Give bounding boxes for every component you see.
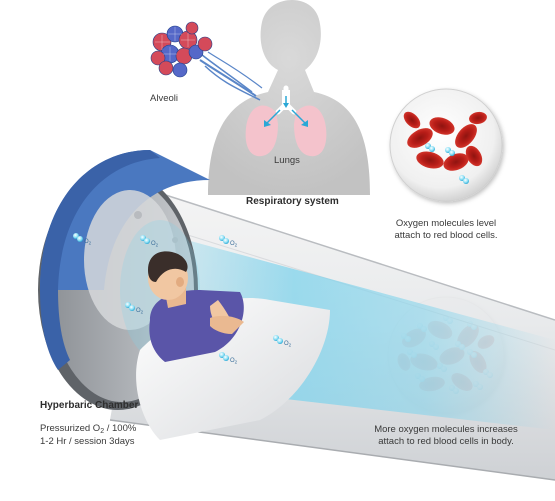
oxygen-molecule-icon: O2	[219, 352, 238, 365]
molecule-label: O2	[151, 241, 159, 248]
respiratory-system-label: Respiratory system	[246, 196, 339, 207]
red-blood-cell-icon	[403, 111, 487, 184]
oxygen-molecule-icon: O2	[219, 235, 238, 248]
chamber-oxygen-molecules: O2 O2 O2 O2 O2 O2	[73, 233, 292, 365]
molecule-label: O2	[84, 239, 92, 246]
chamber-title: Hyperbaric Chamber	[40, 400, 139, 411]
more-oxygen-caption: More oxygen molecules increases attach t…	[362, 424, 530, 448]
more-oxygen-line-1: More oxygen molecules increases	[374, 424, 518, 435]
session-text: 1-2 Hr / session 3days	[40, 436, 135, 447]
blood-cell-magnifier-top	[389, 88, 503, 202]
pressurized-text: Pressurized O2 / 100%	[40, 423, 137, 435]
more-oxygen-line-2: attach to red blood cells in body.	[378, 436, 514, 447]
oxygen-molecule-icon: O2	[125, 302, 144, 315]
oxygen-molecule-icon: O2	[140, 235, 159, 248]
alveoli-icon	[150, 21, 263, 101]
molecule-label: O2	[230, 358, 238, 365]
oxygen-molecule-icon	[425, 143, 469, 184]
oxygen-level-line-1: Oxygen molecules level	[395, 218, 497, 229]
oxygen-molecule-icon: O2	[273, 335, 292, 348]
oxygen-molecule-icon: O2	[73, 233, 92, 246]
alveoli-label: Alveoli	[150, 93, 178, 104]
oxygen-level-line-2: attach to red blood cells.	[394, 230, 498, 241]
molecule-label: O2	[136, 308, 144, 315]
lungs-label: Lungs	[274, 155, 300, 166]
patient-icon	[136, 251, 330, 440]
lungs-icon	[245, 85, 327, 157]
oxygen-level-caption: Oxygen molecules level attach to red blo…	[378, 218, 514, 242]
molecule-label: O2	[284, 341, 292, 348]
molecule-label: O2	[230, 241, 238, 248]
